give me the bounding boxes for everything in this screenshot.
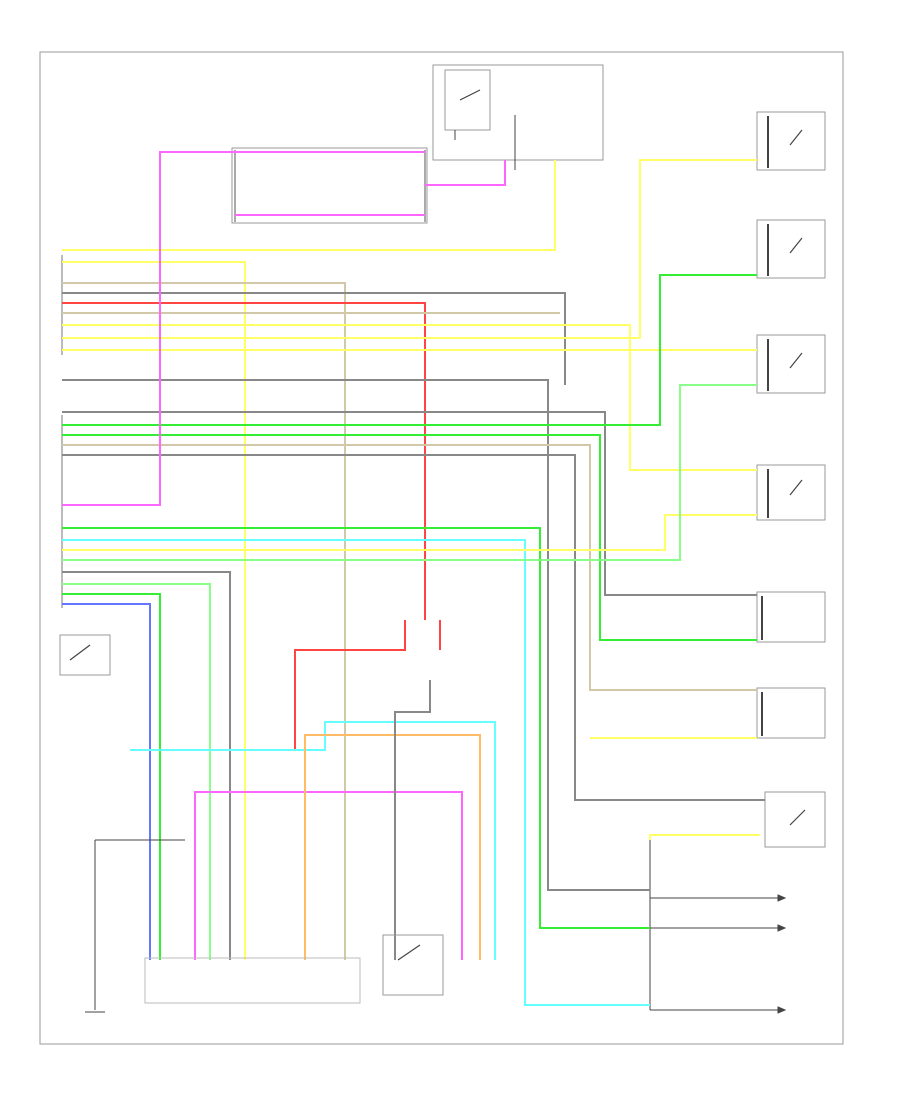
- right-switch-3: [756, 334, 826, 394]
- left-sensor: [59, 634, 111, 676]
- bottom-connector-block: [144, 957, 361, 1004]
- top-center-module: [231, 147, 428, 224]
- right-switch-4: [756, 464, 826, 521]
- right-switch-1: [756, 111, 826, 171]
- right-module-2: [756, 687, 826, 739]
- bottom-left-ground: [85, 839, 185, 1013]
- top-right-box: [432, 64, 604, 170]
- right-switch-2: [756, 219, 826, 279]
- right-switch-5: [764, 791, 826, 848]
- diagram-border: [39, 51, 844, 1045]
- wires: [62, 151, 765, 1006]
- bottom-center-switch: [382, 934, 444, 996]
- right-module-1: [756, 591, 826, 643]
- right-bottom-stubs: [649, 840, 787, 1014]
